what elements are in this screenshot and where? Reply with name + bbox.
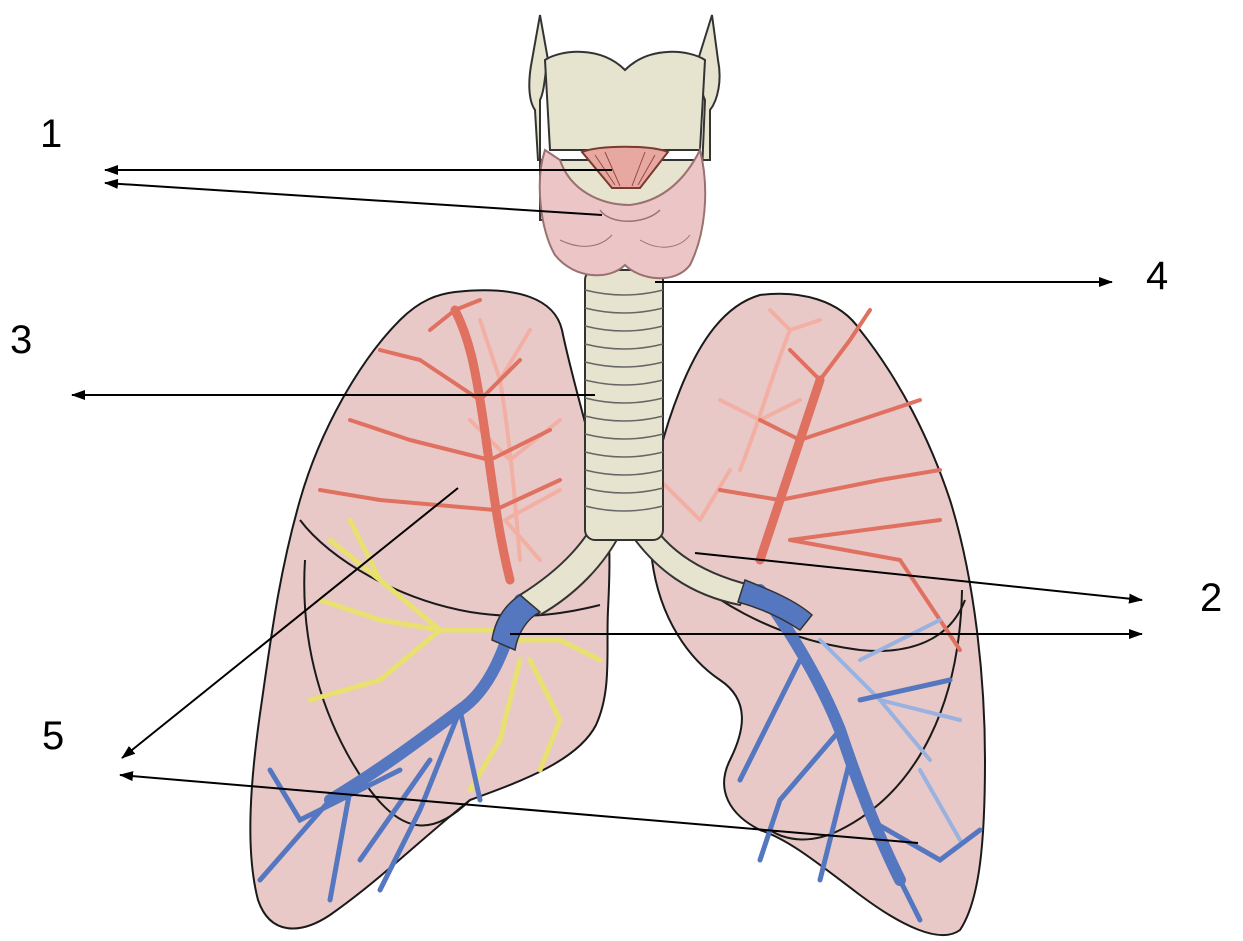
label-4: 4 xyxy=(1146,256,1168,296)
arrow-1-lower xyxy=(105,183,602,215)
label-2: 2 xyxy=(1200,578,1222,618)
label-3: 3 xyxy=(10,320,32,360)
label-1: 1 xyxy=(40,114,62,154)
trachea xyxy=(585,270,663,540)
label-5: 5 xyxy=(42,716,64,756)
